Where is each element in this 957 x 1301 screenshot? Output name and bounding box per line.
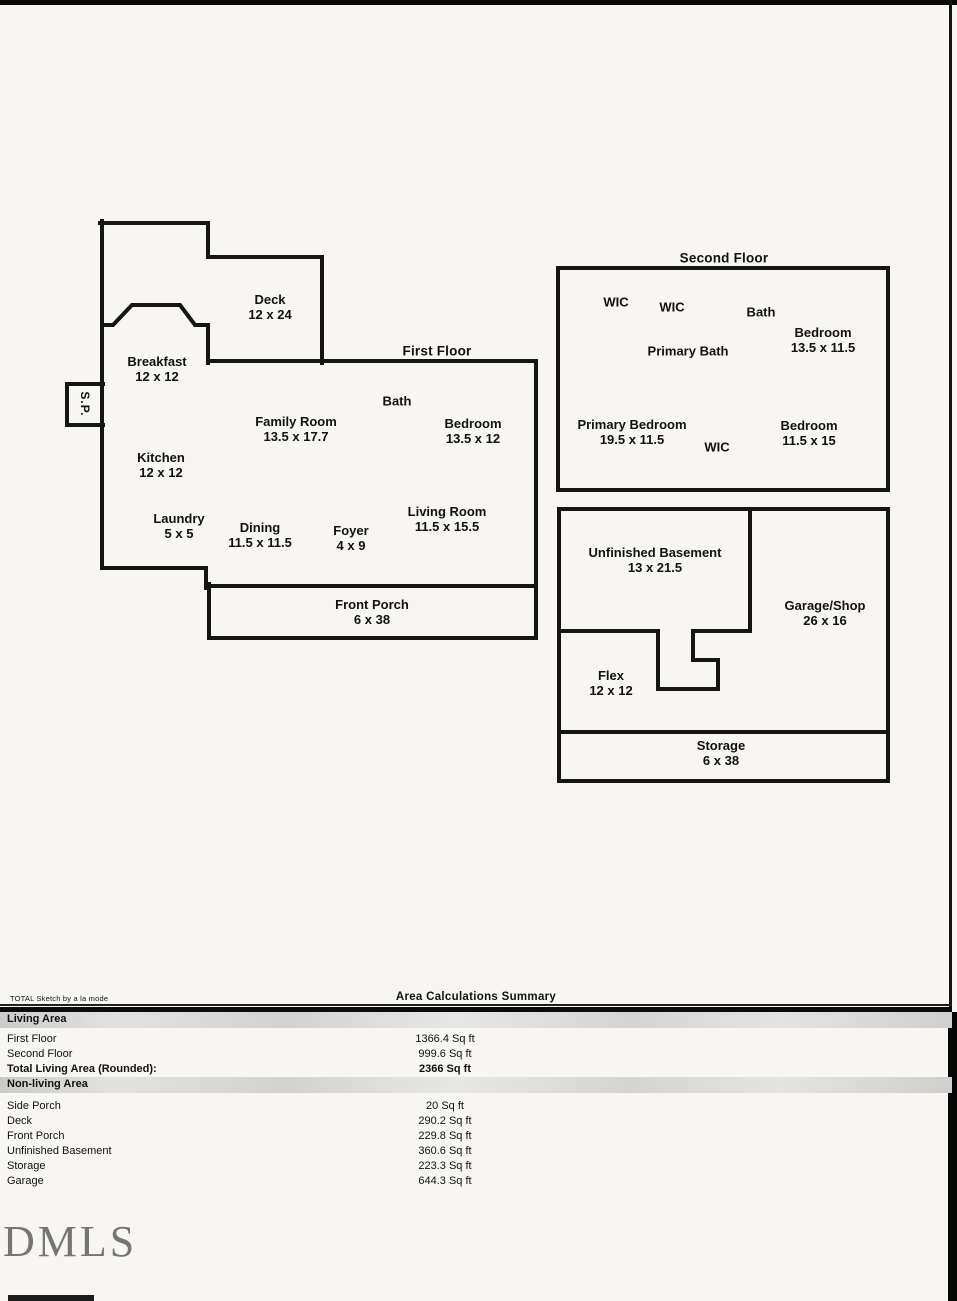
deck-outline xyxy=(98,221,324,365)
side-porch-box xyxy=(65,382,105,427)
table-row-first-floor: First Floor 1366.4 Sq ft xyxy=(7,1033,475,1045)
table-row-deck: Deck 290.2 Sq ft xyxy=(7,1115,472,1127)
room-label-dining: Dining 11.5 x 11.5 xyxy=(228,520,292,550)
room-label-bath-first: Bath xyxy=(382,393,412,409)
side-porch-label: S.P. xyxy=(78,391,92,417)
first-floor-walls xyxy=(65,219,538,640)
room-label-wic-1: WIC xyxy=(603,294,629,310)
main-outline xyxy=(206,359,538,640)
area-calculations-summary: TOTAL Sketch by a la mode Area Calculati… xyxy=(0,989,952,1189)
table-row-second-floor: Second Floor 999.6 Sq ft xyxy=(7,1048,472,1060)
table-row-side-porch: Side Porch 20 Sq ft xyxy=(7,1100,464,1112)
living-area-section-header: Living Area xyxy=(0,1012,952,1028)
brand-label: TOTAL Sketch by a la mode xyxy=(10,994,109,1003)
breakfast-bay-wall xyxy=(100,303,210,365)
scan-artifact-right-line xyxy=(949,0,952,1012)
summary-header: TOTAL Sketch by a la mode Area Calculati… xyxy=(0,989,952,1004)
basement-walls xyxy=(557,507,890,783)
first-floor-title: First Floor xyxy=(402,343,472,359)
table-row-unfinished-basement: Unfinished Basement 360.6 Sq ft xyxy=(7,1145,472,1157)
room-label-flex: Flex 12 x 12 xyxy=(589,668,633,698)
summary-title: Area Calculations Summary xyxy=(395,991,557,1003)
room-label-breakfast: Breakfast 12 x 12 xyxy=(127,354,187,384)
table-row-total-living-area: Total Living Area (Rounded): 2366 Sq ft xyxy=(7,1063,471,1075)
room-label-front-porch: Front Porch 6 x 38 xyxy=(335,597,409,627)
left-wall-kitchen-bottom xyxy=(100,219,208,590)
room-label-living-room: Living Room 11.5 x 15.5 xyxy=(407,504,487,534)
mls-watermark: DMLS xyxy=(3,1217,138,1266)
room-label-unfinished-basement: Unfinished Basement 13 x 21.5 xyxy=(588,545,722,575)
table-row-garage: Garage 644.3 Sq ft xyxy=(7,1175,472,1187)
room-label-bedroom-2b: Bedroom 11.5 x 15 xyxy=(780,418,838,448)
second-floor-title: Second Floor xyxy=(679,250,769,266)
room-label-deck: Deck 12 x 24 xyxy=(248,292,292,322)
summary-rule-thin xyxy=(0,1004,952,1006)
summary-rule-thick xyxy=(0,1007,952,1012)
room-label-primary-bedroom: Primary Bedroom 19.5 x 11.5 xyxy=(577,417,687,447)
table-row-storage: Storage 223.3 Sq ft xyxy=(7,1160,472,1172)
basement-outline xyxy=(557,507,890,783)
room-label-bedroom-first: Bedroom 13.5 x 12 xyxy=(444,416,502,446)
room-label-garage-shop: Garage/Shop 26 x 16 xyxy=(784,598,866,628)
scan-artifact-bottom-mark xyxy=(8,1295,94,1301)
basement-interior-wall xyxy=(557,507,752,691)
floorplan-drawing xyxy=(65,219,890,783)
room-label-family-room: Family Room 13.5 x 17.7 xyxy=(255,414,337,444)
scan-artifact-right-bar xyxy=(948,1012,957,1301)
room-label-foyer: Foyer 4 x 9 xyxy=(333,523,369,553)
nonliving-area-rows: Side Porch 20 Sq ft Deck 290.2 Sq ft Fro… xyxy=(0,1093,952,1189)
room-label-bath-second: Bath xyxy=(746,304,776,320)
room-label-storage: Storage 6 x 38 xyxy=(696,738,746,768)
room-label-primary-bath: Primary Bath xyxy=(647,343,729,359)
room-label-kitchen: Kitchen 12 x 12 xyxy=(137,450,185,480)
living-area-rows: First Floor 1366.4 Sq ft Second Floor 99… xyxy=(0,1028,952,1077)
room-label-wic-2: WIC xyxy=(659,299,685,315)
second-floor-outline xyxy=(556,266,890,492)
room-label-laundry: Laundry 5 x 5 xyxy=(153,511,205,541)
second-floor-walls xyxy=(556,266,890,492)
nonliving-area-section-header: Non-living Area xyxy=(0,1077,952,1093)
scan-artifact-top-bar xyxy=(0,0,957,5)
table-row-front-porch: Front Porch 229.8 Sq ft xyxy=(7,1130,472,1142)
room-label-wic-3: WIC xyxy=(704,439,730,455)
room-label-bedroom-2a: Bedroom 13.5 x 11.5 xyxy=(790,325,856,355)
